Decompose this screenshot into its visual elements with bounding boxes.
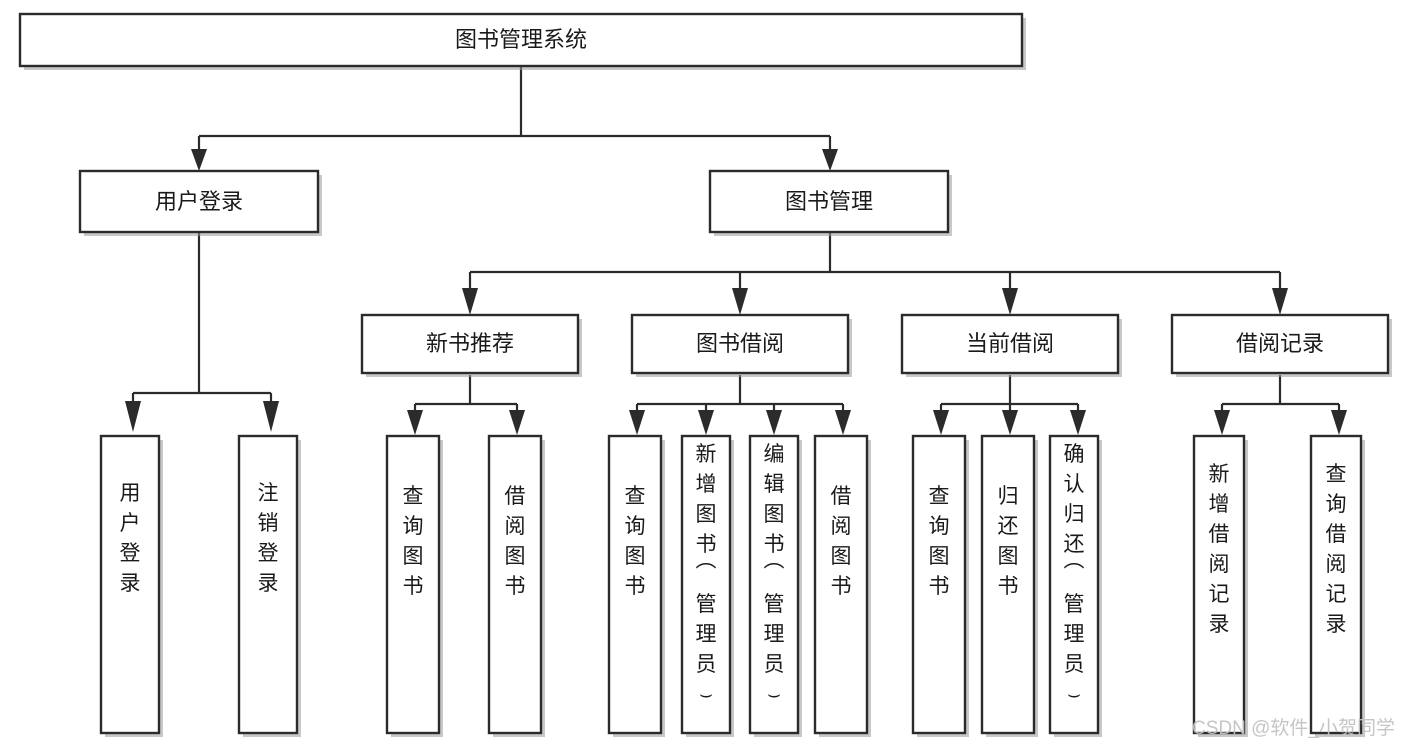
leaf-label: 借阅图书 bbox=[831, 485, 852, 598]
arrow-icon-br-leaf-1 bbox=[1214, 410, 1230, 435]
arrow-icon-ul-leaf-1 bbox=[125, 401, 141, 432]
leaf-node[interactable]: 查询图书 bbox=[385, 434, 443, 737]
leaf-label: 查询借阅记录 bbox=[1326, 463, 1347, 636]
node-book-borrow[interactable]: 图书借阅 bbox=[630, 313, 852, 377]
arrow-icon-bb-leaf-2 bbox=[698, 410, 714, 435]
leaf-node[interactable]: 借阅图书 bbox=[813, 434, 871, 737]
leaf-box[interactable] bbox=[99, 434, 161, 735]
node-new-book-recommend-box[interactable] bbox=[360, 313, 580, 375]
leaf-box[interactable] bbox=[1309, 434, 1363, 735]
leaf-box[interactable] bbox=[385, 434, 441, 735]
leaf-label: 编辑图书⌒管理员⌣ bbox=[764, 443, 785, 706]
leaf-node[interactable]: 查询图书 bbox=[911, 434, 969, 737]
leaf-label: 归还图书 bbox=[998, 485, 1019, 598]
watermark-text: CSDN @软件_小贺同学 bbox=[1192, 717, 1395, 739]
arrow-icon-ul-leaf-2 bbox=[263, 401, 279, 432]
leaf-label: 确认归还⌒管理员⌣ bbox=[1064, 443, 1085, 706]
node-current-borrow-box[interactable] bbox=[900, 313, 1120, 375]
node-borrow-record-label: 借阅记录 bbox=[1236, 331, 1324, 356]
arrow-icon-bb-leaf-1 bbox=[629, 410, 645, 435]
node-root-label: 图书管理系统 bbox=[455, 27, 587, 52]
node-user-login-label: 用户登录 bbox=[155, 189, 243, 214]
leaf-box[interactable] bbox=[680, 434, 732, 735]
connector-group-book-mgmt bbox=[462, 232, 1288, 315]
node-borrow-record[interactable]: 借阅记录 bbox=[1170, 313, 1392, 377]
arrow-icon-nb-leaf-2 bbox=[509, 410, 525, 435]
leaf-label: 借阅图书 bbox=[505, 485, 526, 598]
arrow-icon-cb-leaf-3 bbox=[1070, 410, 1086, 435]
node-book-management[interactable]: 图书管理 bbox=[708, 169, 952, 236]
leaf-node[interactable]: 查询借阅记录 bbox=[1309, 434, 1365, 737]
node-root-box[interactable] bbox=[18, 12, 1024, 68]
connector-group-user-login bbox=[125, 232, 279, 432]
leaf-box[interactable] bbox=[748, 434, 800, 735]
connector-group-new-book bbox=[407, 375, 525, 435]
connector-group-book-borrow bbox=[629, 375, 851, 435]
leaf-node[interactable]: 用户登录 bbox=[99, 434, 163, 737]
arrow-icon-root-to-user-login bbox=[191, 149, 207, 171]
connector-group-current-borrow bbox=[933, 375, 1086, 435]
leaf-box[interactable] bbox=[911, 434, 967, 735]
leaf-label: 新增借阅记录 bbox=[1209, 463, 1230, 636]
arrow-icon-bm-to-current-borrow bbox=[1002, 288, 1018, 315]
arrow-icon-bb-leaf-4 bbox=[835, 410, 851, 435]
arrow-icon-bm-to-new-book bbox=[462, 288, 478, 315]
arrow-icon-bm-to-borrow-record bbox=[1272, 288, 1288, 315]
connector-group-borrow-record bbox=[1214, 375, 1347, 435]
leaf-label: 查询图书 bbox=[625, 485, 646, 598]
leaf-label: 新增图书⌒管理员⌣ bbox=[696, 443, 717, 706]
node-user-login-box[interactable] bbox=[78, 169, 320, 234]
arrow-icon-nb-leaf-1 bbox=[407, 410, 423, 435]
arrow-icon-cb-leaf-2 bbox=[1002, 410, 1018, 435]
leaf-node[interactable]: 编辑图书⌒管理员⌣ bbox=[748, 434, 802, 737]
leaf-label: 用户登录 bbox=[120, 482, 141, 595]
leaf-box[interactable] bbox=[487, 434, 543, 735]
arrow-icon-bm-to-book-borrow bbox=[732, 288, 748, 315]
node-user-login[interactable]: 用户登录 bbox=[78, 169, 322, 236]
leaf-box[interactable] bbox=[813, 434, 869, 735]
leaf-node[interactable]: 注销登录 bbox=[237, 434, 301, 737]
leaf-box[interactable] bbox=[1192, 434, 1246, 735]
leaf-node[interactable]: 归还图书 bbox=[980, 434, 1038, 737]
node-new-book-recommend[interactable]: 新书推荐 bbox=[360, 313, 582, 377]
node-book-borrow-label: 图书借阅 bbox=[696, 331, 784, 356]
leaf-node[interactable]: 确认归还⌒管理员⌣ bbox=[1048, 434, 1102, 737]
node-borrow-record-box[interactable] bbox=[1170, 313, 1390, 375]
node-book-management-box[interactable] bbox=[708, 169, 950, 234]
arrow-icon-br-leaf-2 bbox=[1331, 410, 1347, 435]
leaf-node[interactable]: 借阅图书 bbox=[487, 434, 545, 737]
leaf-node[interactable]: 新增图书⌒管理员⌣ bbox=[680, 434, 734, 737]
node-root[interactable]: 图书管理系统 bbox=[18, 12, 1026, 70]
leaf-label: 注销登录 bbox=[258, 482, 279, 595]
node-current-borrow[interactable]: 当前借阅 bbox=[900, 313, 1122, 377]
node-book-borrow-box[interactable] bbox=[630, 313, 850, 375]
leaf-node[interactable]: 新增借阅记录 bbox=[1192, 434, 1248, 737]
node-book-management-label: 图书管理 bbox=[785, 189, 873, 214]
node-new-book-recommend-label: 新书推荐 bbox=[426, 331, 514, 356]
arrow-icon-bb-leaf-3 bbox=[766, 410, 782, 435]
leaf-box[interactable] bbox=[607, 434, 663, 735]
arrow-icon-cb-leaf-1 bbox=[933, 410, 949, 435]
arrow-icon-root-to-book-mgmt bbox=[822, 149, 838, 171]
leaf-box[interactable] bbox=[237, 434, 299, 735]
leaf-box[interactable] bbox=[1048, 434, 1100, 735]
leaf-node[interactable]: 查询图书 bbox=[607, 434, 665, 737]
leaf-label: 查询图书 bbox=[403, 485, 424, 598]
connector-group-root bbox=[191, 66, 838, 171]
node-current-borrow-label: 当前借阅 bbox=[966, 331, 1054, 356]
leaf-label: 查询图书 bbox=[929, 485, 950, 598]
leaf-box[interactable] bbox=[980, 434, 1036, 735]
